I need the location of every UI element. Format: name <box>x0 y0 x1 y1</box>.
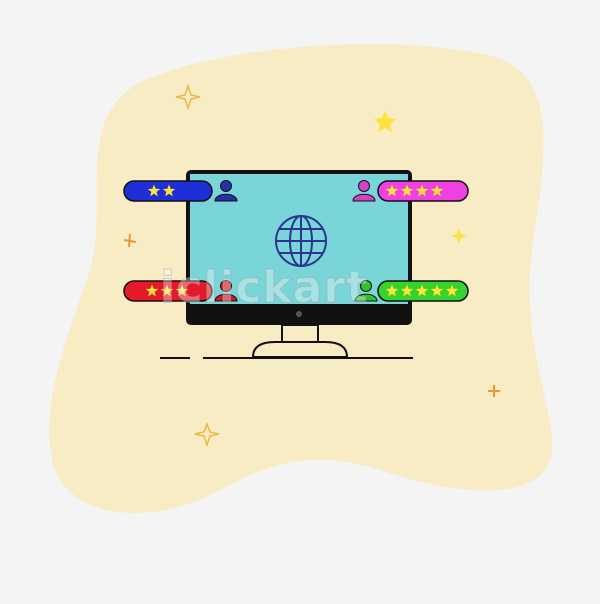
review-card-top-right <box>352 180 469 202</box>
star-icon <box>400 184 414 197</box>
star-icon <box>445 284 459 297</box>
star-icon <box>145 284 159 297</box>
review-card-top-left <box>123 180 238 202</box>
sparkle-icon <box>175 83 201 111</box>
review-card-bottom-left <box>123 280 238 302</box>
star-icon <box>430 184 444 197</box>
sparkle-icon <box>194 421 220 448</box>
star-icon <box>160 284 174 297</box>
user-avatar-icon <box>214 280 238 302</box>
star-icon <box>400 284 414 297</box>
star-icon <box>147 184 161 197</box>
star-icon <box>415 184 429 197</box>
review-card-bottom-right <box>354 280 469 302</box>
cross-sparkle-icon <box>123 233 137 248</box>
cross-sparkle-icon <box>488 385 500 397</box>
star-icon <box>385 184 399 197</box>
reviews-layer <box>123 180 469 302</box>
user-avatar-icon <box>352 180 376 202</box>
user-avatar-icon <box>354 280 378 302</box>
user-avatar-icon <box>214 180 238 202</box>
globe-icon <box>275 215 327 267</box>
star-icon <box>385 284 399 297</box>
star-icon <box>175 284 189 297</box>
star-icon <box>415 284 429 297</box>
sparkle-icon <box>451 228 467 244</box>
star-sparkle-icon <box>374 111 396 132</box>
star-icon <box>162 184 176 197</box>
star-icon <box>430 284 444 297</box>
